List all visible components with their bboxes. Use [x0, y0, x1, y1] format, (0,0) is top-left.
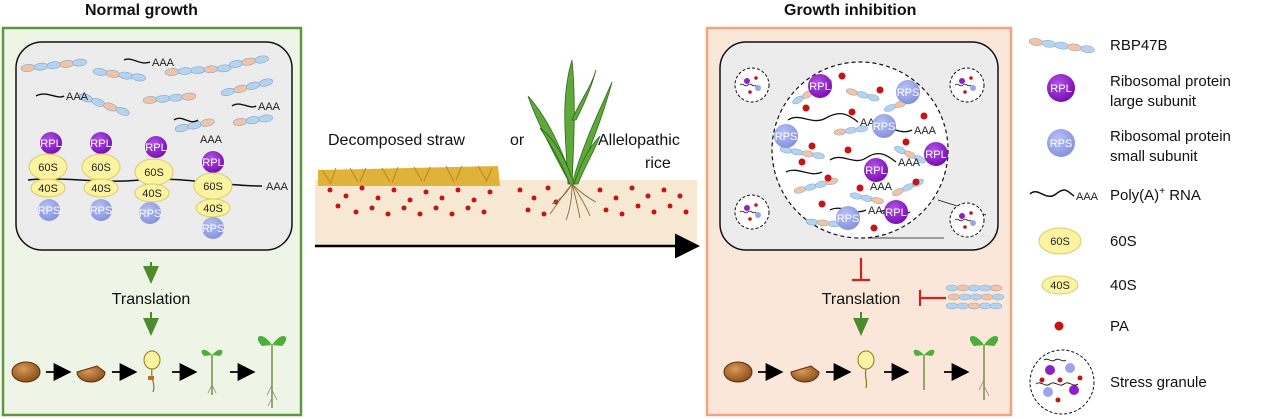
svg-text:AAA: AAA [200, 134, 223, 146]
rbp-chains-normal [20, 55, 273, 133]
rice-label-line1: Allelopathic [598, 132, 680, 149]
legend-rpl-label-2: large subunit [1110, 93, 1197, 110]
legend-60s-icon: 60S [1038, 227, 1082, 255]
stress-granule-large: AAA AAA AAA AAA AAA RPL RPS RPS RPS RPL … [771, 61, 949, 239]
legend-stress-granule-label: Stress granule [1110, 374, 1207, 391]
legend-40s-icon: 40S [1041, 275, 1079, 295]
svg-text:40S: 40S [1050, 280, 1070, 292]
svg-text:RPS: RPS [1050, 138, 1073, 150]
legend-rps-label-1: Ribosomal protein [1110, 128, 1231, 145]
small-stress-granules [734, 67, 985, 238]
seedling-large-icon [257, 335, 287, 408]
inhibition-translation-label: Translation [822, 291, 901, 308]
svg-text:RPS: RPS [90, 205, 113, 217]
svg-text:AAA: AAA [870, 181, 893, 193]
svg-text:60S: 60S [91, 162, 111, 174]
seed-icon [723, 361, 753, 383]
svg-text:AAA: AAA [914, 125, 937, 137]
svg-text:RPS: RPS [897, 87, 920, 99]
seedling-small-icon [201, 349, 223, 395]
svg-text:40S: 40S [203, 203, 223, 215]
ribosome-stack-4: RPL 60S 40S RPS [193, 151, 233, 239]
ribosome-stack-2: RPL 60S 40S RPS [81, 132, 121, 221]
svg-text:RPL: RPL [40, 138, 61, 150]
polysome-aaa: AAA [266, 181, 289, 193]
inhibition-bar-vertical [852, 258, 870, 282]
imbibed-seed-icon [790, 365, 820, 383]
aaa-labels-normal: AAA AAA AAA AAA [66, 57, 281, 146]
legend-stress-granule-icon [1029, 349, 1095, 415]
germination-sequence-normal [11, 335, 287, 408]
legend-pa-label: PA [1110, 318, 1129, 335]
svg-text:40S: 40S [38, 183, 58, 195]
svg-text:RPS: RPS [38, 205, 61, 217]
svg-text:RPL: RPL [809, 81, 830, 93]
svg-text:40S: 40S [91, 183, 111, 195]
svg-text:60S: 60S [144, 167, 164, 179]
legend-60s-label: 60S [1110, 233, 1137, 250]
growth-inhibition-title: Growth inhibition [784, 2, 916, 19]
straw-layer-icon [318, 165, 500, 186]
svg-text:RPS: RPS [837, 213, 860, 225]
svg-text:RPL: RPL [885, 207, 906, 219]
svg-text:RPL: RPL [1050, 83, 1071, 95]
seedling-large-icon [969, 335, 999, 400]
germinating-seed-icon [857, 350, 875, 389]
legend: RBP47B RPL Ribosomal protein large subun… [1028, 37, 1231, 415]
ribosome-stack-1: RPL 60S 40S RPS [28, 132, 68, 221]
legend-rps-label-2: small subunit [1110, 148, 1198, 165]
soil-layer [315, 180, 697, 245]
germinating-seed-icon [143, 350, 161, 393]
inhibition-bar-horizontal [918, 290, 946, 306]
seedling-small-icon [913, 349, 935, 390]
legend-40s-label: 40S [1110, 277, 1137, 294]
rice-plant-icon [527, 59, 613, 221]
svg-text:RPL: RPL [145, 142, 166, 154]
normal-growth-title: Normal growth [85, 2, 198, 19]
legend-polya-label: Poly(A)+ RNA [1110, 186, 1201, 204]
legend-rpl-icon: RPL [1047, 74, 1075, 102]
svg-text:60S: 60S [1050, 236, 1070, 248]
or-label: or [510, 132, 525, 149]
svg-text:RPL: RPL [202, 157, 223, 169]
svg-text:60S: 60S [203, 181, 223, 193]
legend-polya-icon: AAA [1029, 189, 1099, 203]
imbibed-seed-icon [76, 365, 106, 383]
legend-pa-icon [1054, 321, 1064, 331]
svg-text:AAA: AAA [258, 101, 281, 113]
svg-text:RPL: RPL [865, 165, 886, 177]
seed-icon [11, 361, 41, 383]
svg-text:RPS: RPS [139, 208, 162, 220]
svg-text:RPS: RPS [873, 121, 896, 133]
pa-dots-soil [327, 185, 689, 217]
rice-label-line2: rice [645, 155, 671, 172]
mrna-normal [35, 58, 257, 123]
straw-label: Decomposed straw [328, 132, 465, 149]
svg-text:40S: 40S [142, 188, 162, 200]
svg-text:AAA: AAA [898, 157, 921, 169]
svg-text:RPS: RPS [775, 131, 798, 143]
svg-text:AAA: AAA [1076, 191, 1099, 203]
svg-text:RPL: RPL [925, 149, 946, 161]
normal-translation-label: Translation [112, 291, 191, 308]
legend-rbp-icon [1028, 38, 1095, 54]
germination-sequence-inhibited [723, 335, 999, 400]
legend-rpl-label-1: Ribosomal protein [1110, 73, 1231, 90]
ribosome-stack-3: RPL 60S 40S RPS [134, 136, 174, 224]
legend-rbp-label: RBP47B [1110, 37, 1168, 54]
svg-text:60S: 60S [38, 162, 58, 174]
rbp-aggregate-icon [945, 284, 1005, 310]
svg-text:RPS: RPS [202, 223, 225, 235]
svg-text:AAA: AAA [66, 91, 89, 103]
svg-text:RPL: RPL [90, 138, 111, 150]
svg-text:AAA: AAA [152, 57, 175, 69]
legend-rps-icon: RPS [1047, 129, 1075, 157]
